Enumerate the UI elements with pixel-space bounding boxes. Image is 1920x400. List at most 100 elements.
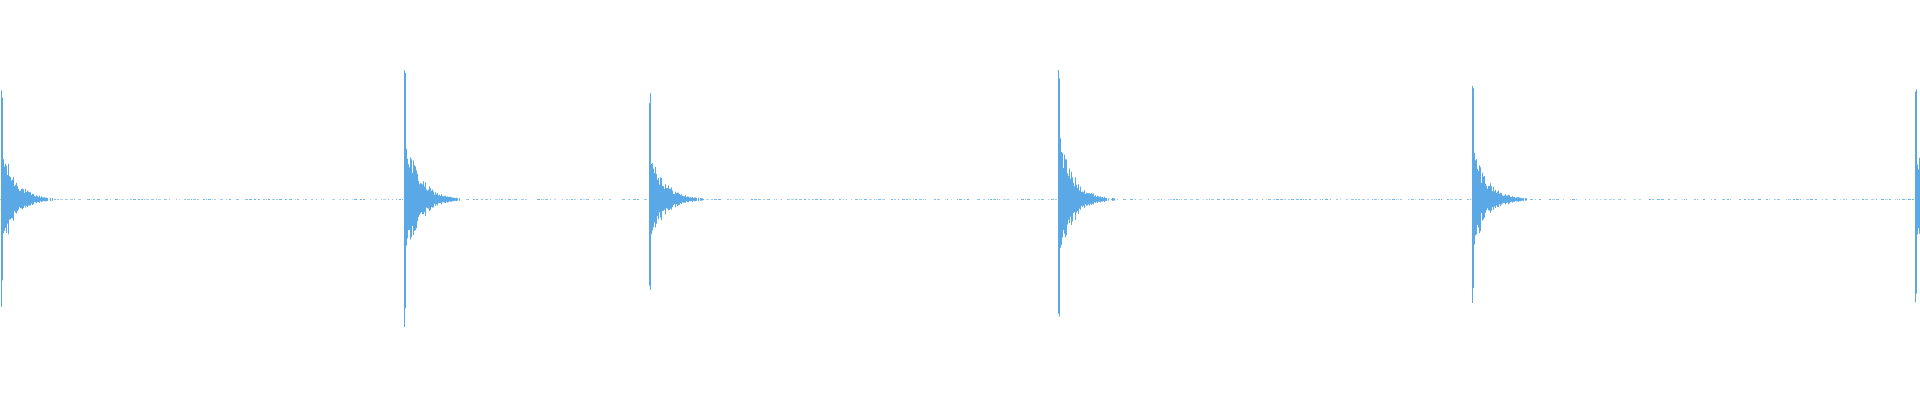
waveform-noise-dash — [193, 199, 196, 200]
waveform-noise-dash — [60, 199, 63, 200]
waveform-noise-dash — [874, 199, 875, 200]
waveform-noise-dash — [891, 199, 893, 200]
waveform-noise-dash — [392, 199, 393, 200]
waveform-noise-dash — [115, 199, 118, 200]
waveform-noise-dash — [70, 199, 73, 200]
waveform-noise-dash — [1236, 199, 1238, 200]
waveform-noise-dash — [54, 199, 56, 200]
waveform-noise-dash — [934, 199, 936, 200]
waveform-noise-dash — [1362, 199, 1365, 200]
waveform-noise-dash — [87, 199, 90, 200]
waveform-noise-dash — [1400, 199, 1402, 200]
waveform-noise-dash — [925, 199, 926, 200]
waveform-noise-dash — [1912, 199, 1914, 200]
waveform-noise-dash — [751, 199, 753, 200]
waveform-noise-dash — [1381, 199, 1383, 200]
waveform-noise-dash — [1021, 199, 1024, 200]
waveform-noise-dash — [236, 199, 239, 200]
waveform-noise-dash — [1806, 199, 1809, 200]
waveform-noise-dash — [1815, 199, 1817, 200]
waveform-noise-dash — [1392, 199, 1395, 200]
waveform-noise-dash — [402, 199, 403, 200]
waveform-noise-dash — [1684, 199, 1685, 200]
waveform-noise-dash — [999, 199, 1000, 200]
waveform-noise-dash — [1686, 199, 1687, 200]
waveform-noise-dash — [1184, 199, 1187, 200]
waveform-noise-dash — [1803, 199, 1804, 200]
waveform-noise-dash — [878, 199, 881, 200]
waveform-noise-dash — [1895, 199, 1896, 200]
waveform-noise-dash — [562, 199, 563, 200]
waveform-noise-dash — [1730, 199, 1731, 200]
waveform-noise-dash — [1421, 199, 1424, 200]
waveform-noise-dash — [1153, 199, 1155, 200]
waveform-noise-dash — [1694, 199, 1696, 200]
waveform-noise-dash — [1280, 199, 1283, 200]
waveform-noise-dash — [1840, 199, 1841, 200]
waveform-noise-dash — [1268, 199, 1271, 200]
waveform-noise-dash — [1769, 199, 1770, 200]
waveform-noise-dash — [851, 199, 852, 200]
waveform-transients — [1, 70, 1920, 327]
waveform-noise-dash — [97, 199, 100, 200]
waveform-noise-dash — [1320, 199, 1321, 200]
waveform-noise-dash — [909, 199, 911, 200]
waveform-noise-dash — [1181, 199, 1182, 200]
waveform-noise-dash — [74, 199, 75, 200]
waveform-noise-dash — [141, 199, 143, 200]
waveform-noise-dash — [1881, 199, 1884, 200]
waveform-noise-floor — [0, 199, 1914, 200]
waveform-noise-dash — [388, 199, 389, 200]
waveform-noise-dash — [1600, 199, 1601, 200]
waveform-noise-dash — [245, 199, 248, 200]
waveform-noise-dash — [990, 199, 992, 200]
waveform-noise-dash — [1355, 199, 1357, 200]
waveform-noise-dash — [1596, 199, 1598, 200]
waveform-noise-dash — [951, 199, 952, 200]
waveform-noise-dash — [898, 199, 899, 200]
waveform-noise-dash — [622, 199, 625, 200]
waveform-noise-dash — [1436, 199, 1437, 200]
waveform-noise-dash — [164, 199, 167, 200]
waveform-noise-dash — [923, 199, 924, 200]
waveform-noise-dash — [1434, 199, 1435, 200]
waveform-noise-dash — [1697, 199, 1698, 200]
waveform-noise-dash — [1862, 199, 1864, 200]
waveform-noise-dash — [1455, 199, 1457, 200]
waveform-noise-dash — [1223, 199, 1225, 200]
waveform-noise-dash — [913, 199, 914, 200]
waveform-noise-dash — [1314, 199, 1317, 200]
waveform-noise-dash — [249, 199, 252, 200]
waveform-noise-dash — [1367, 199, 1369, 200]
waveform-noise-dash — [988, 199, 989, 200]
waveform-noise-dash — [859, 199, 862, 200]
waveform-noise-dash — [197, 199, 199, 200]
waveform-noise-dash — [945, 199, 946, 200]
waveform-noise-dash — [1714, 199, 1716, 200]
waveform-noise-dash — [714, 199, 717, 200]
waveform-noise-dash — [1351, 199, 1354, 200]
waveform-noise-dash — [1897, 199, 1898, 200]
waveform-noise-dash — [1003, 199, 1006, 200]
waveform-noise-dash — [370, 199, 371, 200]
waveform-noise-dash — [57, 199, 59, 200]
waveform-noise-dash — [508, 199, 511, 200]
waveform-noise-dash — [823, 199, 826, 200]
waveform-noise-dash — [1241, 199, 1244, 200]
waveform-noise-dash — [1843, 199, 1845, 200]
waveform-noise-dash — [915, 199, 917, 200]
waveform-noise-dash — [1585, 199, 1586, 200]
waveform-noise-dash — [91, 199, 92, 200]
waveform-noise-dash — [1336, 199, 1338, 200]
waveform-noise-dash — [545, 199, 548, 200]
waveform-noise-dash — [505, 199, 506, 200]
waveform-noise-dash — [1385, 199, 1387, 200]
waveform-noise-dash — [1398, 199, 1399, 200]
waveform-noise-dash — [1450, 199, 1453, 200]
waveform-noise-dash — [263, 199, 265, 200]
waveform-noise-dash — [869, 199, 872, 200]
waveform-noise-dash — [1624, 199, 1626, 200]
waveform-noise-dash — [1288, 199, 1290, 200]
